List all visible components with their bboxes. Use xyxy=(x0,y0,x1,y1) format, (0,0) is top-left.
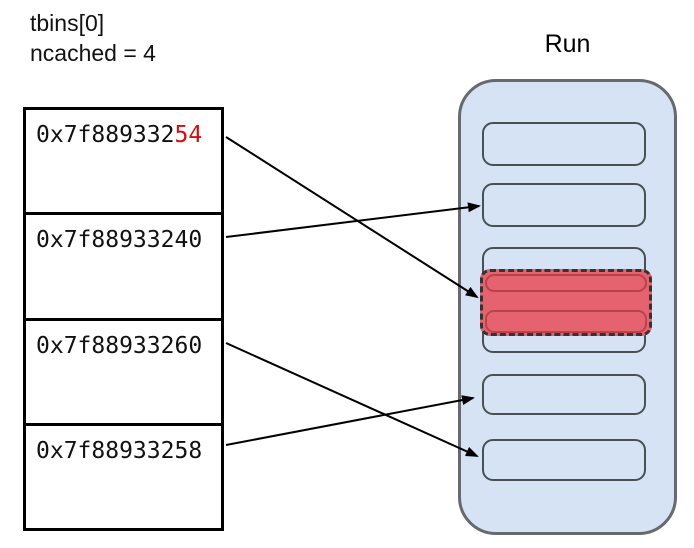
ncached-label: ncached = 4 xyxy=(30,40,156,66)
address-highlight: 54 xyxy=(174,122,203,148)
highlighted-subregion-1 xyxy=(485,274,647,292)
table-row: 0x7f88933254 xyxy=(26,110,221,212)
address-text: 0x7f88933240 xyxy=(36,227,203,254)
address-text: 0x7f88933260 xyxy=(36,332,203,359)
run-slot-5 xyxy=(482,439,646,481)
tbins-header: tbins[0] ncached = 4 xyxy=(30,8,156,68)
run-title: Run xyxy=(544,30,591,58)
run-slot-2 xyxy=(482,183,646,227)
run-container xyxy=(458,79,677,535)
address-text: 0x7f88933258 xyxy=(36,437,203,464)
run-highlighted-region xyxy=(480,269,652,336)
table-row: 0x7f88933260 xyxy=(26,317,221,423)
run-slot-1 xyxy=(482,122,646,166)
highlighted-subregion-2 xyxy=(485,310,647,333)
arrow-addr3-to-slot5 xyxy=(225,342,479,457)
arrow-addr1-to-red-region xyxy=(225,136,479,299)
table-row: 0x7f88933258 xyxy=(26,422,221,528)
arrow-addr4-to-slot4 xyxy=(225,395,475,446)
address-text: 0x7f889332 xyxy=(36,122,175,148)
tbins-label: tbins[0] xyxy=(30,10,105,36)
run-slot-4 xyxy=(482,374,646,415)
table-row: 0x7f88933240 xyxy=(26,212,221,317)
tbins-table: 0x7f88933254 0x7f88933240 0x7f88933260 0… xyxy=(23,107,224,531)
arrow-addr2-to-slot2 xyxy=(225,202,481,238)
